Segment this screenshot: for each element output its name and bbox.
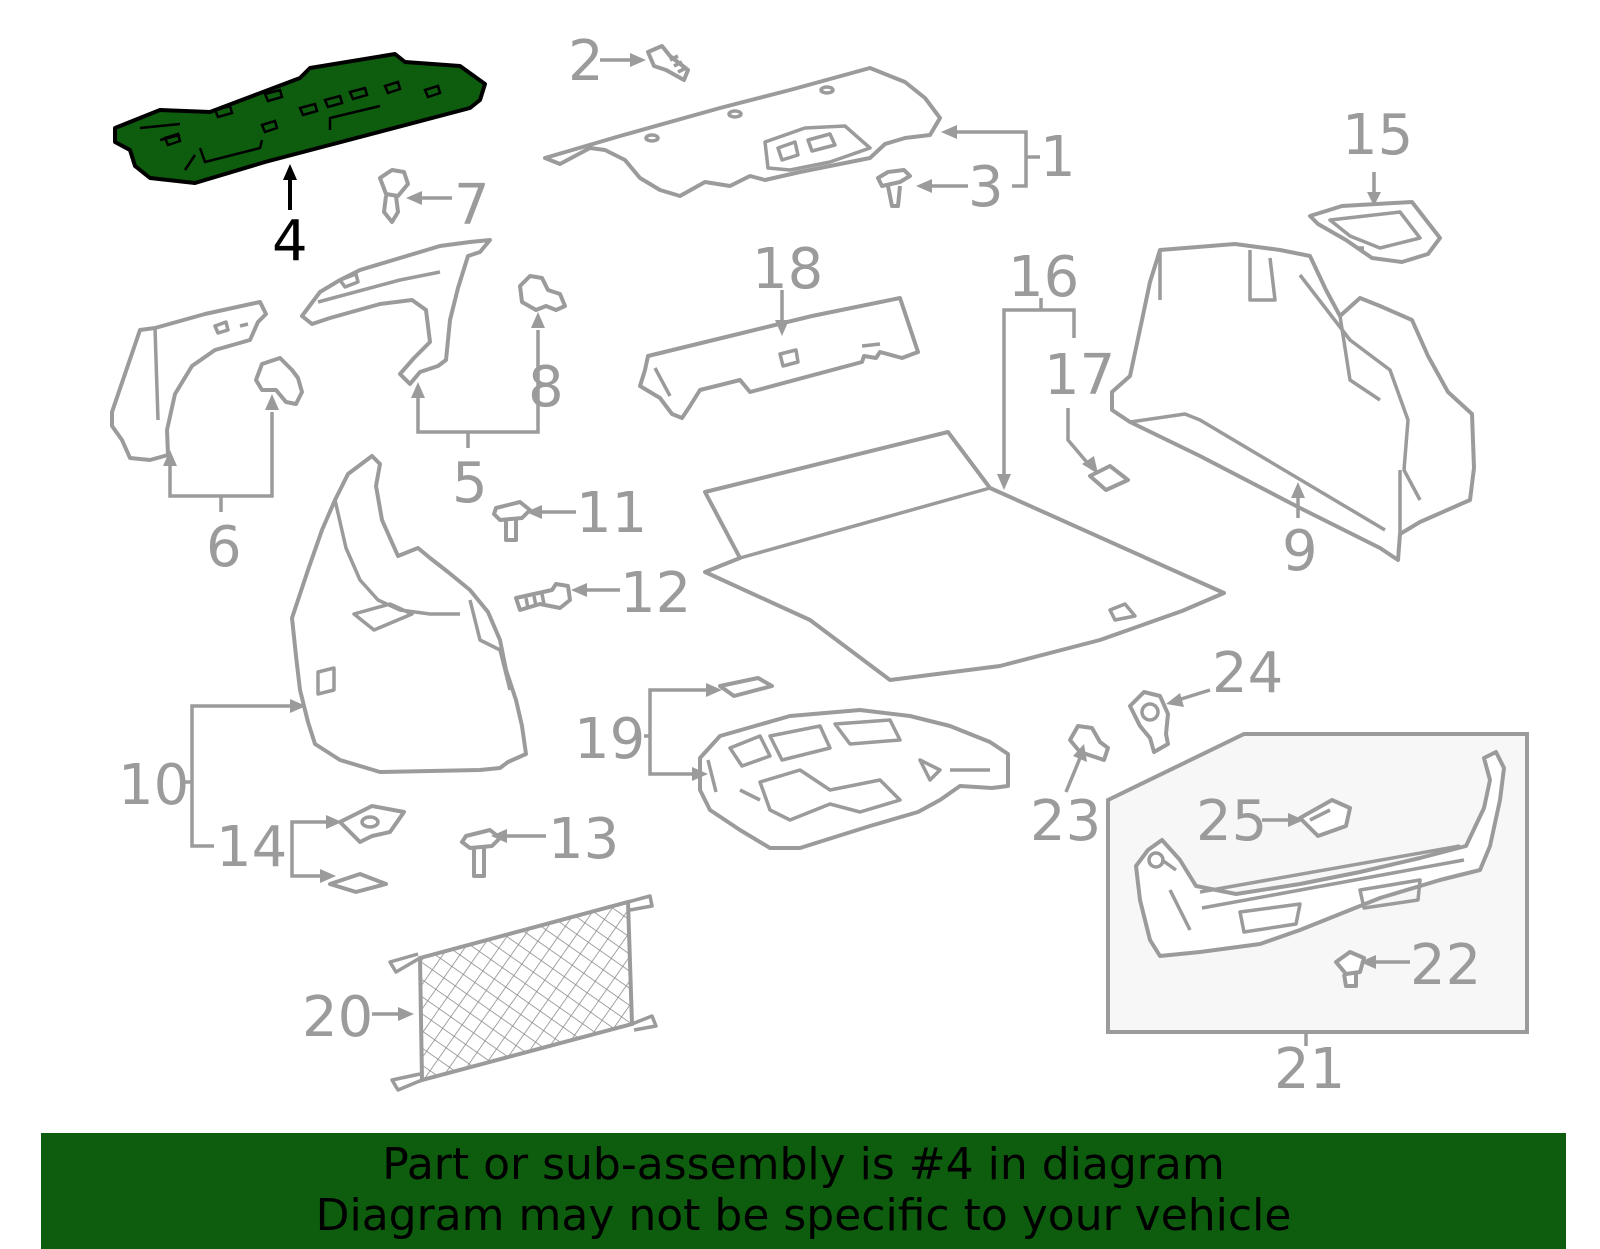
part-3-clip[interactable] bbox=[876, 168, 912, 208]
part-2-bolt[interactable] bbox=[646, 44, 690, 82]
part-5-trim[interactable] bbox=[300, 238, 492, 386]
part-1-rear-shelf[interactable] bbox=[543, 66, 942, 198]
callout-4-leader bbox=[283, 164, 297, 210]
banner-line-1: Part or sub-assembly is #4 in diagram bbox=[382, 1139, 1225, 1190]
part-19-pad[interactable] bbox=[718, 676, 774, 698]
callout-18: 18 bbox=[752, 237, 823, 302]
part-18-panel[interactable] bbox=[638, 296, 920, 420]
callout-5: 5 bbox=[452, 451, 488, 516]
part-10-quarter-trim[interactable] bbox=[290, 454, 528, 774]
leader-lines bbox=[163, 53, 1410, 1046]
part-20-cargo-net[interactable] bbox=[388, 894, 658, 1092]
part-7-clip[interactable] bbox=[378, 168, 410, 224]
callout-24: 24 bbox=[1212, 641, 1283, 706]
part-11-bolt[interactable] bbox=[492, 500, 532, 542]
part-19-tray[interactable] bbox=[698, 708, 1010, 850]
callout-9: 9 bbox=[1282, 519, 1318, 584]
part-22-clip[interactable] bbox=[1334, 950, 1366, 988]
part-24-bracket[interactable] bbox=[1128, 690, 1170, 754]
part-13-bolt[interactable] bbox=[460, 828, 502, 878]
callout-6: 6 bbox=[206, 515, 242, 580]
part-6-side-trim[interactable] bbox=[110, 300, 268, 462]
callout-21: 21 bbox=[1274, 1037, 1345, 1102]
callout-12: 12 bbox=[620, 561, 691, 626]
part-14-bracket-upper[interactable] bbox=[338, 804, 406, 844]
part-15-cover[interactable] bbox=[1308, 200, 1442, 264]
part-16-floor-mat[interactable] bbox=[703, 430, 1226, 682]
callout-15: 15 bbox=[1342, 103, 1413, 168]
part-21-scuff-plate[interactable] bbox=[1134, 750, 1506, 958]
part-12-bolt[interactable] bbox=[514, 582, 572, 612]
info-banner: Part or sub-assembly is #4 in diagram Di… bbox=[41, 1133, 1566, 1249]
callout-11: 11 bbox=[576, 481, 647, 546]
callout-23: 23 bbox=[1030, 789, 1101, 854]
callout-17: 17 bbox=[1044, 343, 1115, 408]
callout-20: 20 bbox=[302, 985, 373, 1050]
callout-2: 2 bbox=[568, 29, 604, 94]
part-9-right-trim[interactable] bbox=[1110, 242, 1476, 562]
callout-19: 19 bbox=[574, 707, 645, 772]
callout-1: 1 bbox=[1040, 125, 1076, 190]
callout-14: 14 bbox=[216, 815, 287, 880]
callout-labels: 1 2 3 4 5 6 7 8 9 10 11 12 13 14 15 16 1… bbox=[118, 29, 1481, 1102]
callout-22: 22 bbox=[1410, 933, 1481, 998]
callout-25: 25 bbox=[1196, 789, 1267, 854]
part-17-pad[interactable] bbox=[1088, 464, 1130, 492]
callout-8: 8 bbox=[528, 355, 564, 420]
callout-3: 3 bbox=[968, 155, 1004, 220]
callout-13: 13 bbox=[548, 807, 619, 872]
banner-line-2: Diagram may not be specific to your vehi… bbox=[315, 1190, 1292, 1241]
callout-4: 4 bbox=[272, 209, 308, 274]
part-14-bracket-lower[interactable] bbox=[328, 872, 388, 894]
part-4-highlighted[interactable] bbox=[113, 52, 487, 185]
callout-10: 10 bbox=[118, 753, 189, 818]
part-6-clip[interactable] bbox=[254, 356, 304, 406]
callout-7: 7 bbox=[454, 173, 490, 238]
callout-16: 16 bbox=[1008, 245, 1079, 310]
part-8-pin[interactable] bbox=[518, 274, 567, 312]
part-25-clip[interactable] bbox=[1298, 798, 1352, 838]
